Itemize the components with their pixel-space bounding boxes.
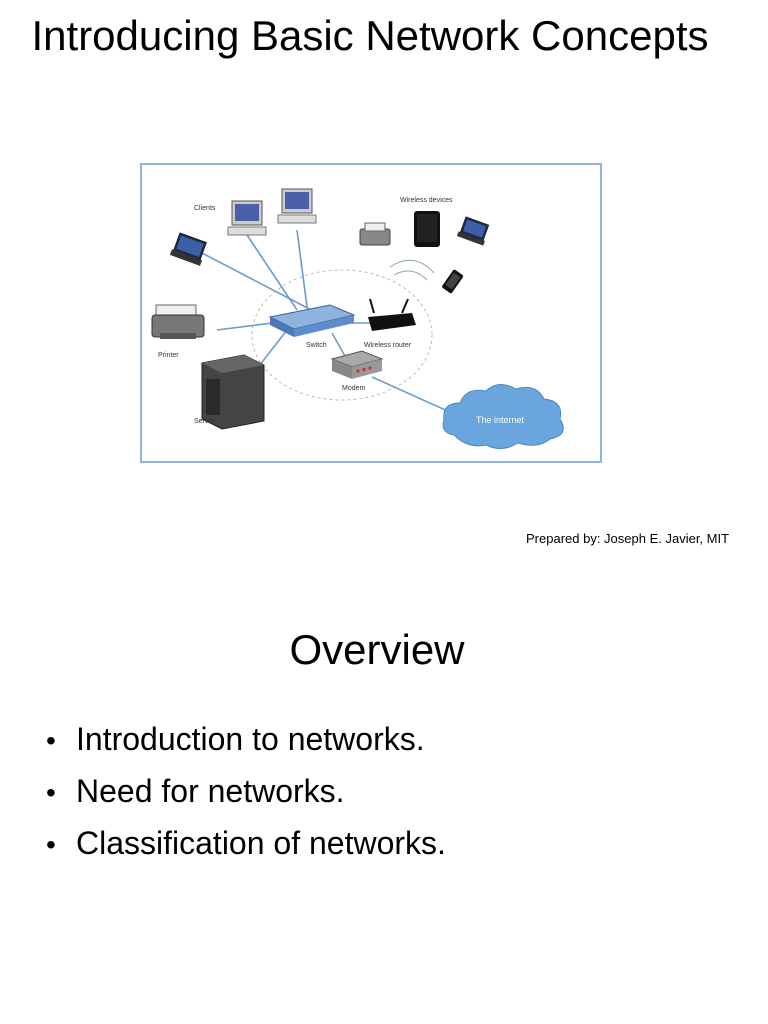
network-diagram: Clients Wireless devices <box>140 163 602 463</box>
cloud-icon <box>442 384 564 449</box>
phone-icon <box>442 269 464 294</box>
label-internet: The internet <box>476 415 525 425</box>
overview-list: • Introduction to networks. • Need for net… <box>46 714 446 870</box>
modem-icon <box>330 350 384 379</box>
list-item-text: Need for networks. <box>76 773 345 809</box>
wireless-router-icon <box>368 298 416 331</box>
laptop-icon <box>169 232 207 266</box>
server-icon <box>201 354 265 430</box>
network-boundary <box>251 269 433 401</box>
wireless-printer-icon <box>359 222 391 246</box>
label-switch: Switch <box>306 342 327 349</box>
overview-heading: Overview <box>289 626 465 673</box>
bullet-icon: • <box>46 725 56 756</box>
list-item: • Classification of networks. <box>46 818 446 870</box>
label-clients: Clients <box>194 205 216 212</box>
wifi-arcs <box>389 259 435 281</box>
slide-title: Introducing Basic Network Concepts <box>31 12 709 59</box>
label-wireless-devices: Wireless devices <box>400 197 453 204</box>
list-item-text: Introduction to networks. <box>76 721 425 757</box>
label-printer: Printer <box>158 352 179 359</box>
bullet-icon: • <box>46 829 56 860</box>
switch-icon <box>268 304 356 337</box>
author-credit: Prepared by: Joseph E. Javier, MIT <box>526 531 730 546</box>
bullet-icon: • <box>46 777 56 808</box>
label-server: Server <box>194 418 215 425</box>
label-wireless-router: Wireless router <box>364 342 412 349</box>
desktop-client-icon <box>227 200 267 236</box>
list-item: • Need for networks. <box>46 766 446 818</box>
label-modem: Modem <box>342 385 366 392</box>
laptop-icon <box>456 216 490 246</box>
list-item-text: Classification of networks. <box>76 825 446 861</box>
desktop-client-icon <box>277 188 317 224</box>
printer-icon <box>151 304 205 339</box>
list-item: • Introduction to networks. <box>46 714 446 766</box>
tablet-icon <box>414 211 440 247</box>
